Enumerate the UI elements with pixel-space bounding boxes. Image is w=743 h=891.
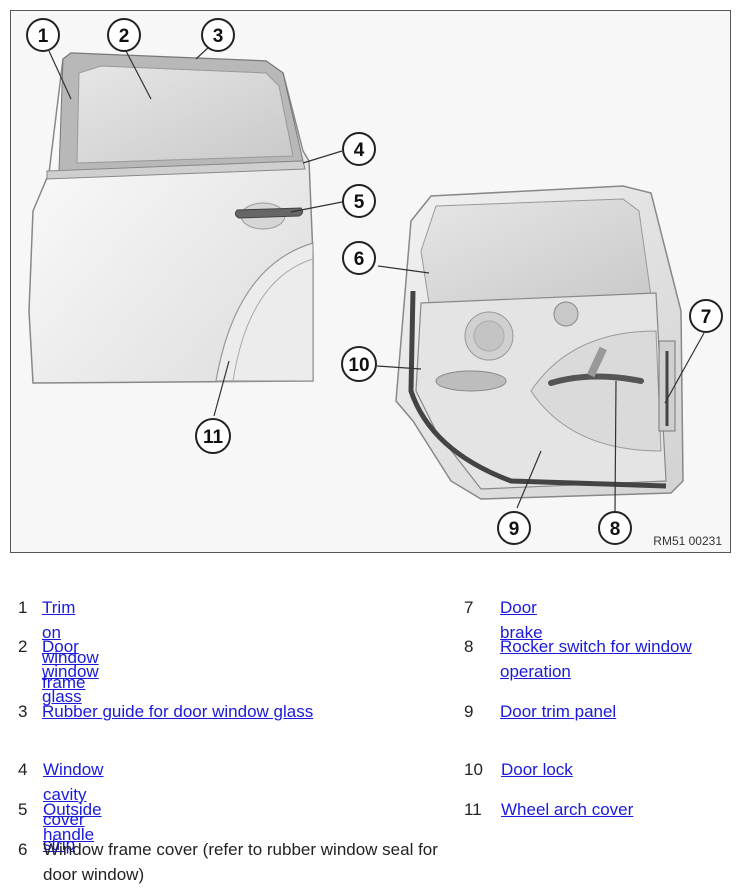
svg-text:4: 4 [354, 140, 365, 161]
legend-number: 10 [464, 760, 483, 779]
legend-link-rocker-switch[interactable]: Rocker switch for window operation [500, 637, 692, 681]
svg-text:3: 3 [213, 26, 224, 47]
legend-number: 7 [464, 598, 474, 617]
legend-number: 1 [18, 598, 28, 617]
legend-number: 4 [18, 760, 28, 779]
legend-link-door-window-glass[interactable]: Door window glass [42, 637, 99, 706]
svg-text:11: 11 [203, 427, 224, 448]
legend-link-rubber-guide[interactable]: Rubber guide for door window glass [42, 702, 314, 721]
callout-5: 5 [342, 184, 376, 218]
callout-9: 9 [497, 511, 531, 545]
door-drawing: 1 2 3 4 5 6 7 8 9 10 11 [26, 18, 723, 545]
legend-link-wheel-arch-cover[interactable]: Wheel arch cover [501, 800, 634, 819]
figure-code: RM51 00231 [653, 534, 722, 548]
inner-door [395, 185, 684, 500]
legend-link-window-cavity-cover[interactable]: Window cavity cover strip [43, 760, 104, 854]
callout-3: 3 [201, 18, 235, 52]
outer-door [28, 52, 314, 384]
door-illustration: 1 2 3 4 5 6 7 8 9 10 11 RM51 00231 [10, 10, 731, 553]
legend-number: 6 [18, 840, 28, 859]
leader-lines [48, 44, 705, 512]
callout-10: 10 [341, 346, 377, 382]
legend-link-outside-handle[interactable]: Outside handle [43, 800, 102, 844]
legend-number: 9 [464, 702, 474, 721]
svg-text:10: 10 [348, 355, 369, 376]
svg-text:2: 2 [119, 26, 130, 47]
legend-link-trim-window-frame[interactable]: Trim on window frame [42, 598, 99, 692]
legend-number: 2 [18, 637, 28, 656]
legend-link-door-lock[interactable]: Door lock [501, 760, 573, 779]
svg-text:1: 1 [38, 26, 49, 47]
svg-text:6: 6 [354, 249, 365, 270]
legend-text-window-frame-cover: Window frame cover (refer to rubber wind… [43, 840, 438, 884]
legend-link-door-trim-panel[interactable]: Door trim panel [500, 702, 617, 721]
callout-4: 4 [342, 132, 376, 166]
callout-8: 8 [598, 511, 632, 545]
callout-11: 11 [195, 418, 231, 454]
legend-link-door-brake[interactable]: Door brake [500, 598, 543, 642]
callout-1: 1 [26, 18, 60, 52]
svg-text:9: 9 [509, 519, 520, 540]
legend-number: 5 [18, 800, 28, 819]
legend-number: 3 [18, 702, 28, 721]
callout-6: 6 [342, 241, 376, 275]
svg-text:8: 8 [610, 519, 621, 540]
callout-7: 7 [689, 299, 723, 333]
callout-2: 2 [107, 18, 141, 52]
svg-text:5: 5 [354, 192, 365, 213]
legend-number: 11 [464, 800, 482, 819]
svg-text:7: 7 [701, 307, 712, 328]
legend-number: 8 [464, 637, 474, 656]
